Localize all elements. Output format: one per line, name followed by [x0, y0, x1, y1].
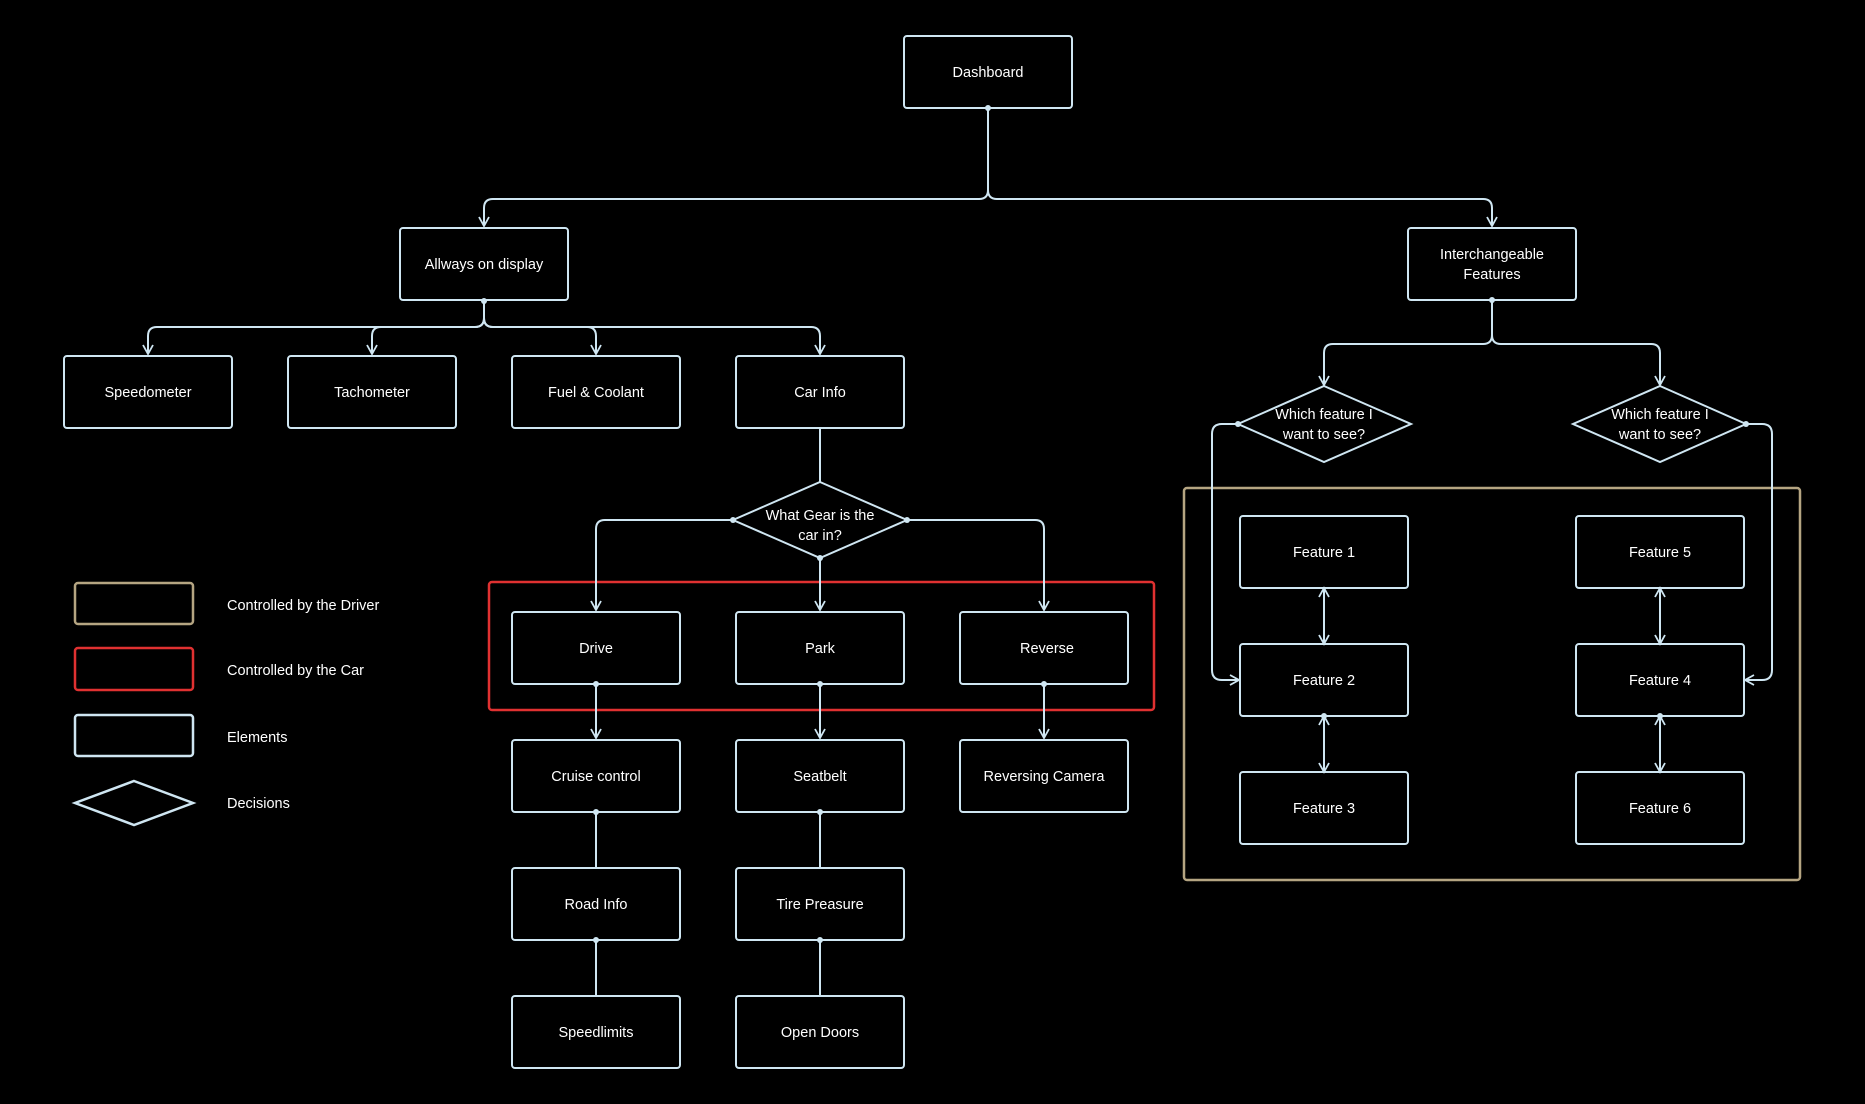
connector-always-on-to-car-info [483, 301, 826, 356]
decision-feature-left-line-2: want to see? [1282, 427, 1365, 443]
decision-feature-right: Which feature I want to see? [1570, 384, 1749, 464]
node-car-info-label: Car Info [794, 385, 846, 401]
node-feature-4-label: Feature 4 [1629, 673, 1691, 689]
node-fuel-coolant: Fuel & Coolant [511, 355, 681, 429]
decision-what-gear: What Gear is the car in? [730, 480, 910, 560]
node-speedlimits: Speedlimits [511, 995, 681, 1069]
node-drive-label: Drive [579, 641, 613, 657]
decision-what-gear-line-2: car in? [798, 528, 842, 544]
node-open-doors-label: Open Doors [781, 1025, 859, 1041]
decision-feature-left: Which feature I want to see? [1235, 384, 1414, 464]
node-feature-6-label: Feature 6 [1629, 801, 1691, 817]
connector-right-decision-to-feature-4 [1743, 423, 1773, 686]
legend-label-elements: Elements [227, 730, 287, 746]
node-feature-5: Feature 5 [1575, 515, 1745, 589]
connector-always-on-to-tachometer [366, 301, 485, 356]
node-feature-2: Feature 2 [1239, 643, 1409, 717]
node-always-on-display-label: Allways on display [425, 257, 544, 273]
node-open-doors: Open Doors [735, 995, 905, 1069]
connector-dashboard-to-interchangeable [987, 108, 1498, 228]
node-park: Park [735, 611, 905, 685]
node-dashboard-label: Dashboard [953, 65, 1024, 81]
legend-swatch-decisions [71, 779, 197, 827]
node-feature-4: Feature 4 [1575, 643, 1745, 717]
node-reversing-camera-label: Reversing Camera [984, 769, 1106, 785]
node-cruise-control-label: Cruise control [551, 769, 640, 785]
node-tachometer-label: Tachometer [334, 385, 410, 401]
connector-dashboard-to-always-on [478, 108, 989, 228]
connector-dots [481, 105, 1749, 943]
node-speedometer-label: Speedometer [104, 385, 191, 401]
node-interchangeable-label-line-2: Features [1463, 267, 1520, 283]
connector-interchangeable-to-left-decision [1318, 300, 1493, 387]
driver-controlled-group-frame [1182, 486, 1802, 882]
node-seatbelt: Seatbelt [735, 739, 905, 813]
decision-feature-right-line-1: Which feature I [1611, 407, 1709, 423]
node-interchangeable-features: Interchangeable Features [1407, 227, 1577, 301]
node-cruise-control: Cruise control [511, 739, 681, 813]
node-road-info: Road Info [511, 867, 681, 941]
legend-item-driver: Controlled by the Driver [73, 581, 379, 626]
node-speedometer: Speedometer [63, 355, 233, 429]
connector-gear-to-reverse [907, 519, 1050, 612]
legend-label-car: Controlled by the Car [227, 663, 364, 679]
node-feature-1: Feature 1 [1239, 515, 1409, 589]
node-reverse-label: Reverse [1020, 641, 1074, 657]
decision-feature-right-line-2: want to see? [1618, 427, 1701, 443]
node-fuel-coolant-label: Fuel & Coolant [548, 385, 644, 401]
node-car-info: Car Info [735, 355, 905, 429]
decision-feature-left-line-1: Which feature I [1275, 407, 1373, 423]
node-feature-3: Feature 3 [1239, 771, 1409, 845]
node-road-info-label: Road Info [565, 897, 628, 913]
node-dashboard: Dashboard [903, 35, 1073, 109]
legend-label-decisions: Decisions [227, 796, 290, 812]
car-controlled-group-frame [487, 580, 1156, 712]
node-tire-pressure-label: Tire Preasure [776, 897, 863, 913]
legend-item-decisions: Decisions [71, 779, 290, 827]
legend: Controlled by the Driver Controlled by t… [71, 581, 379, 827]
node-feature-3-label: Feature 3 [1293, 801, 1355, 817]
connector-interchangeable-to-right-decision [1491, 300, 1666, 387]
connector-gear-to-drive [590, 519, 733, 612]
node-park-label: Park [805, 641, 836, 657]
legend-label-driver: Controlled by the Driver [227, 598, 379, 614]
node-tire-pressure: Tire Preasure [735, 867, 905, 941]
node-reverse: Reverse [959, 611, 1129, 685]
node-speedlimits-label: Speedlimits [559, 1025, 634, 1041]
node-reversing-camera: Reversing Camera [959, 739, 1129, 813]
node-interchangeable-label-line-1: Interchangeable [1440, 247, 1544, 263]
node-drive: Drive [511, 611, 681, 685]
decision-what-gear-line-1: What Gear is the [766, 508, 875, 524]
node-feature-6: Feature 6 [1575, 771, 1745, 845]
node-feature-1-label: Feature 1 [1293, 545, 1355, 561]
legend-item-elements: Elements [73, 713, 287, 758]
legend-swatch-driver [73, 581, 195, 626]
node-always-on-display: Allways on display [399, 227, 569, 301]
connector-left-decision-to-feature-2 [1211, 423, 1241, 686]
legend-swatch-car [73, 646, 195, 692]
node-tachometer: Tachometer [287, 355, 457, 429]
legend-swatch-elements [73, 713, 195, 758]
legend-item-car: Controlled by the Car [73, 646, 364, 692]
node-seatbelt-label: Seatbelt [793, 769, 846, 785]
node-feature-5-label: Feature 5 [1629, 545, 1691, 561]
connectors [142, 108, 1773, 996]
node-feature-2-label: Feature 2 [1293, 673, 1355, 689]
